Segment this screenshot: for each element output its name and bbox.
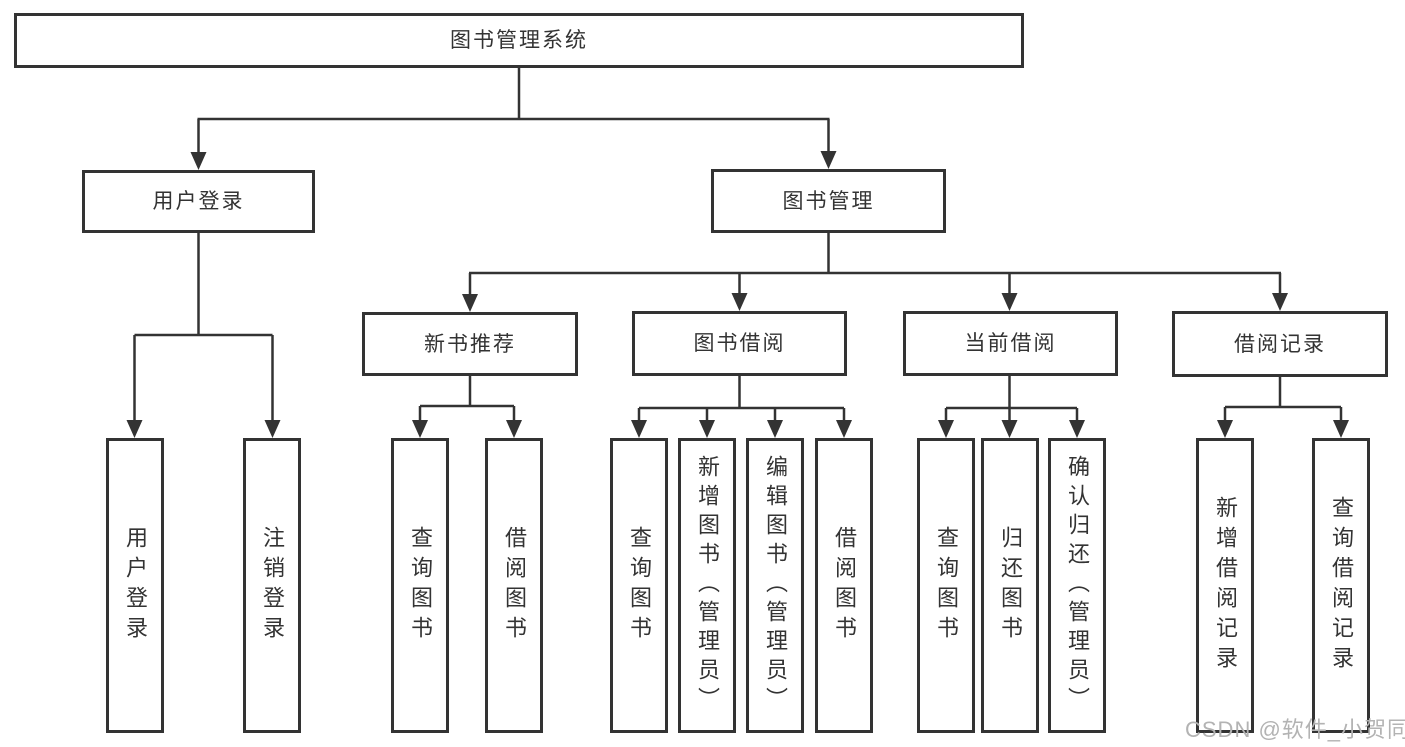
node-label: 图书借阅 [693, 332, 786, 355]
node-label: 查询图书 [934, 525, 959, 646]
node-label: 编辑图书（管理员） [763, 455, 788, 716]
leaf-logout: 注销登录 [243, 438, 301, 733]
node-label: 借阅图书 [832, 525, 857, 646]
node-user-login: 用户登录 [82, 170, 315, 233]
node-label: 查询图书 [627, 525, 652, 646]
leaf-query-books-current: 查询图书 [917, 438, 975, 733]
node-label: 用户登录 [123, 525, 148, 646]
leaf-add-books-admin: 新增图书（管理员） [678, 438, 736, 733]
node-label: 注销登录 [260, 525, 285, 646]
node-label: 确认归还（管理员） [1065, 455, 1090, 716]
node-book-borrowing: 图书借阅 [632, 311, 847, 376]
node-label: 归还图书 [998, 525, 1023, 646]
node-label: 用户登录 [152, 190, 245, 213]
leaf-add-borrow-record: 新增借阅记录 [1196, 438, 1254, 733]
leaf-edit-books-admin: 编辑图书（管理员） [746, 438, 804, 733]
leaf-user-login: 用户登录 [106, 438, 164, 733]
node-label: 图书管理系统 [450, 29, 588, 52]
csdn-watermark: CSDN @软件_小贺同学 [1185, 717, 1405, 742]
node-label: 新增借阅记录 [1213, 495, 1238, 676]
leaf-borrow-books-borrowing: 借阅图书 [815, 438, 873, 733]
leaf-confirm-return-admin: 确认归还（管理员） [1048, 438, 1106, 733]
node-book-management: 图书管理 [711, 169, 946, 233]
leaf-query-books-borrowing: 查询图书 [610, 438, 668, 733]
leaf-query-books-newbook: 查询图书 [391, 438, 449, 733]
node-label: 查询图书 [408, 525, 433, 646]
node-library-management-system: 图书管理系统 [14, 13, 1024, 68]
node-label: 借阅图书 [502, 525, 527, 646]
node-label: 当前借阅 [964, 332, 1057, 355]
node-new-book-recommendation: 新书推荐 [362, 312, 578, 376]
node-label: 查询借阅记录 [1329, 495, 1354, 676]
node-label: 图书管理 [782, 189, 875, 213]
leaf-return-books: 归还图书 [981, 438, 1039, 733]
node-borrowing-records: 借阅记录 [1172, 311, 1388, 377]
leaf-query-borrow-record: 查询借阅记录 [1312, 438, 1370, 733]
leaf-borrow-books-newbook: 借阅图书 [485, 438, 543, 733]
node-label: 新书推荐 [424, 332, 516, 356]
node-label: 新增图书（管理员） [695, 455, 720, 716]
node-current-borrowing: 当前借阅 [903, 311, 1118, 376]
node-label: 借阅记录 [1234, 332, 1326, 356]
